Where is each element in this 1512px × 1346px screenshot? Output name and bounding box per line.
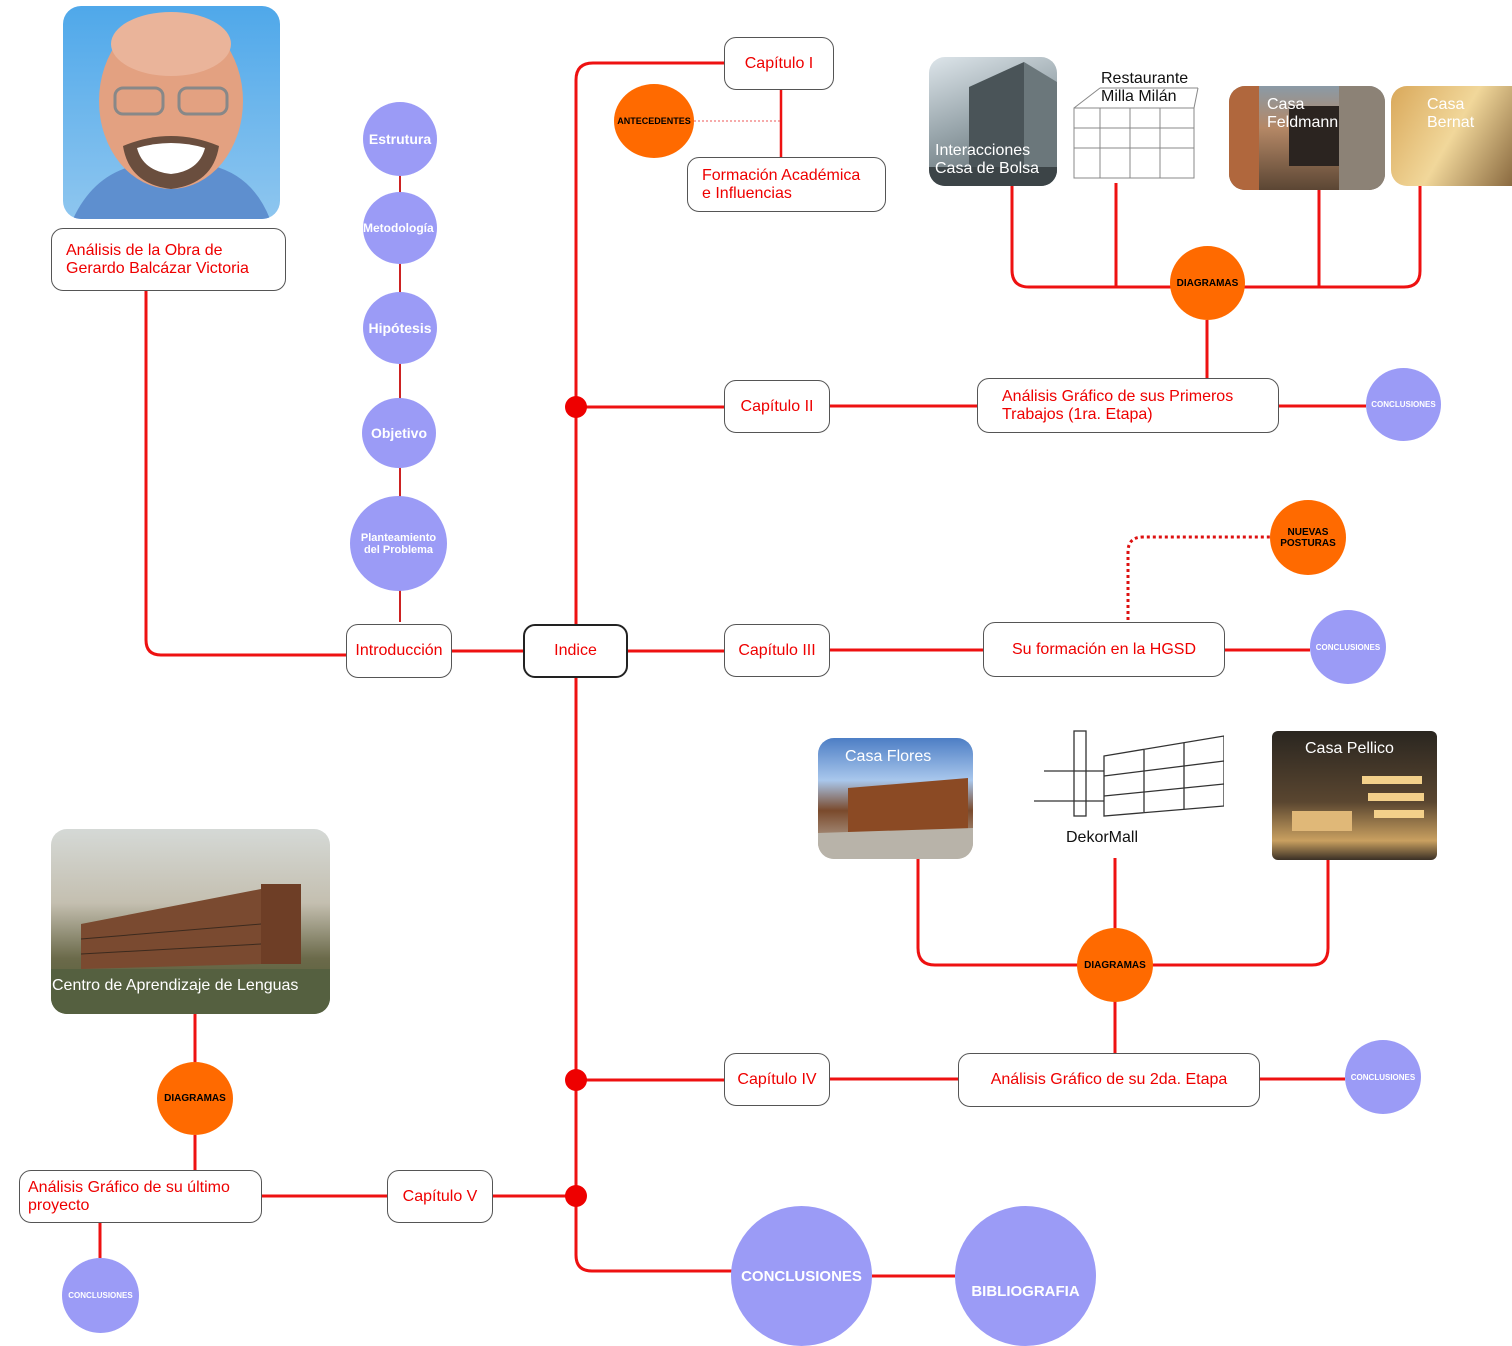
centro-lenguas-label: Centro de Aprendizaje de Lenguas (52, 977, 299, 994)
casa-pellico-image[interactable]: Casa Pellico (1272, 731, 1437, 860)
milla-milan-sketch[interactable]: Restaurante Milla Milán (1070, 68, 1200, 184)
objetivo-bubble[interactable]: Objetivo (362, 398, 436, 468)
conclusiones-cap5-bubble[interactable]: CONCLUSIONES (62, 1258, 139, 1333)
casa-bolsa-image[interactable]: Interacciones Casa de Bolsa (929, 57, 1057, 186)
sketch-icon (1034, 730, 1224, 817)
conclusiones-final-bubble[interactable]: CONCLUSIONES (731, 1206, 872, 1346)
casa-bernat-image[interactable]: Casa Bernat (1391, 86, 1512, 186)
conclusiones-cap3-bubble[interactable]: CONCLUSIONES (1310, 610, 1386, 684)
diagramas-top-bubble[interactable]: DIAGRAMAS (1170, 246, 1245, 320)
casa-pellico-label: Casa Pellico (1305, 740, 1394, 757)
main-title: Análisis de la Obra de Gerardo Balcázar … (66, 241, 249, 277)
casa-bolsa-label: Interacciones Casa de Bolsa (935, 142, 1040, 177)
diagramas-bottom-bubble[interactable]: DIAGRAMAS (157, 1062, 233, 1135)
analisis-segunda-box[interactable]: Análisis Gráfico de su 2da. Etapa (958, 1053, 1260, 1107)
capitulo-5-box[interactable]: Capítulo V (387, 1170, 493, 1223)
estrutura-bubble[interactable]: Estrutura (363, 102, 437, 176)
nuevas-posturas-bubble[interactable]: NUEVAS POSTURAS (1270, 500, 1346, 575)
hipotesis-bubble[interactable]: Hipótesis (363, 292, 437, 364)
centro-lenguas-image[interactable]: Centro de Aprendizaje de Lenguas (51, 829, 330, 1014)
casa-feldmann-image[interactable]: Casa Feldmann (1229, 86, 1385, 190)
formacion-box[interactable]: Formación Académica e Influencias (687, 157, 886, 212)
capitulo-2-box[interactable]: Capítulo II (724, 380, 830, 433)
metodologia-bubble[interactable]: Metodología (363, 192, 437, 264)
architect-portrait (63, 6, 280, 219)
capitulo-4-box[interactable]: Capítulo IV (724, 1053, 830, 1106)
antecedentes-bubble[interactable]: ANTECEDENTES (614, 84, 694, 158)
casa-feldmann-label: Casa Feldmann (1267, 96, 1339, 131)
introduccion-box[interactable]: Introducción (346, 624, 452, 678)
dekormall-sketch[interactable] (1034, 726, 1224, 826)
casa-flores-label: Casa Flores (845, 748, 932, 765)
casa-flores-image[interactable]: Casa Flores (818, 738, 973, 859)
conclusiones-cap4-bubble[interactable]: CONCLUSIONES (1345, 1040, 1421, 1114)
hgsd-box[interactable]: Su formación en la HGSD (983, 622, 1225, 677)
bibliografia-bubble[interactable]: BIBLIOGRAFIA (955, 1206, 1096, 1346)
analisis-primeros-box[interactable]: Análisis Gráfico de sus Primeros Trabajo… (977, 378, 1279, 433)
capitulo-3-box[interactable]: Capítulo III (724, 624, 830, 677)
capitulo-1-box[interactable]: Capítulo I (724, 37, 834, 90)
main-title-box[interactable]: Análisis de la Obra de Gerardo Balcázar … (51, 228, 286, 291)
milla-milan-label: Restaurante Milla Milán (1101, 70, 1189, 105)
analisis-ultimo-box[interactable]: Análisis Gráfico de su último proyecto (19, 1170, 262, 1223)
conclusiones-cap2-bubble[interactable]: CONCLUSIONES (1366, 368, 1441, 441)
casa-bernat-label: Casa Bernat (1427, 96, 1475, 131)
sketch-icon (1073, 87, 1199, 179)
dekormall-label: DekorMall (1066, 829, 1139, 846)
diagramas-middle-bubble[interactable]: DIAGRAMAS (1077, 928, 1153, 1002)
planteamiento-bubble[interactable]: Planteamiento del Problema (350, 496, 447, 591)
indice-box[interactable]: Indice (523, 624, 628, 678)
